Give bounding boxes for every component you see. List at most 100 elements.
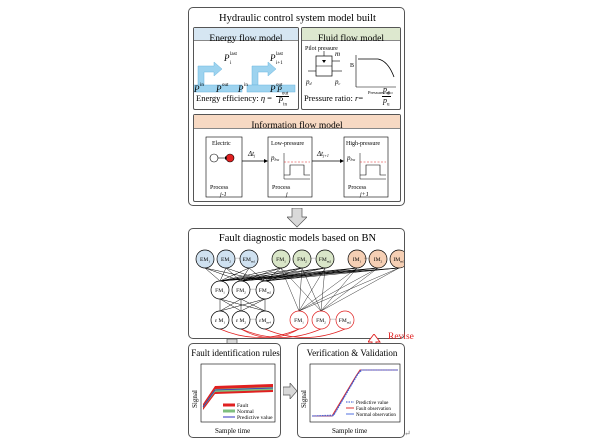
svg-text:ε M1: ε M1 [215, 318, 226, 325]
valve-pc-label: pc [334, 78, 341, 86]
process-label-2: Process [272, 185, 291, 191]
svg-text:FM1: FM1 [294, 318, 304, 325]
svg-text:out: out [222, 83, 229, 88]
verification-panel: Verification & Validation Signal Predict… [297, 343, 405, 438]
energy-flow-panel: Energy flow model P last i P last i+1 P … [193, 27, 299, 110]
legend-verif-predictive: Predictive value [356, 401, 389, 406]
bn-ellipsis-4: ··· [250, 317, 256, 323]
svg-text:j: j [285, 192, 288, 198]
svg-text:ε M2: ε M2 [236, 318, 247, 325]
bn-ellipsis-3: ··· [250, 287, 256, 293]
fault-rules-panel: Fault identification rules Signal Fault … [188, 343, 281, 438]
phw-label-low: phw [270, 154, 280, 162]
legend-normal: Normal [237, 409, 254, 415]
bn-node-row2-2: FMm2 [255, 280, 275, 300]
info-flow-header: Information flow model [194, 115, 400, 131]
svg-text:i+1: i+1 [276, 61, 283, 66]
energy-arrow-left [197, 61, 223, 86]
fluid-flow-header: Fluid flow model [302, 28, 400, 44]
info-flow-panel: Information flow model Electric Low-pres… [193, 114, 401, 202]
svg-text:in: in [200, 83, 204, 88]
svg-text:j-1: j-1 [219, 192, 227, 198]
pressure-ratio-fraction: pd pu [382, 84, 391, 108]
svg-text:IM2: IM2 [374, 257, 383, 264]
model-built-title: Hydraulic control system model built [219, 13, 376, 24]
fault-rules-xlabel: Sample time [215, 427, 250, 435]
process-box-1 [205, 136, 243, 198]
electric-on-state [225, 153, 235, 163]
bn-node-row1-2: EMm1 [239, 249, 259, 269]
svg-text:FMm2: FMm2 [339, 318, 352, 325]
svg-text:last: last [230, 52, 238, 57]
bn-node-row1-3: FM1 [271, 249, 291, 269]
valve-characteristic-curve [358, 58, 395, 78]
predictive-line [202, 387, 274, 408]
info-flow-title: Information flow model [251, 121, 343, 131]
verification-xlabel: Sample time [332, 427, 367, 435]
delta-tj-label: Δtj [247, 150, 256, 158]
energy-p-i1-last: P [269, 53, 276, 63]
fluid-flow-panel: Fluid flow model Pilot pressure m pd pc … [301, 27, 401, 110]
svg-text:IM1: IM1 [353, 257, 362, 264]
bn-node-row1-4: FM2 [292, 249, 312, 269]
verification-ylabel: Signal [300, 390, 308, 408]
predictive-value-line [312, 369, 398, 417]
energy-flow-diagram: P last i P last i+1 P in P out P in P ou… [194, 52, 296, 94]
pressure-ratio-axis-label: Pressure ratio [368, 90, 393, 95]
valve-pd-label: pd [305, 78, 313, 86]
svg-text:εMm4: εMm4 [259, 318, 271, 325]
flow-arrow-down-1 [287, 208, 307, 228]
verification-title: Verification & Validation [306, 348, 398, 358]
svg-text:EMm1: EMm1 [243, 257, 256, 264]
flow-arrow-right [283, 383, 297, 399]
fluid-valve-diagram: Pilot pressure m pd pc B Pressure ratio [305, 46, 396, 95]
bn-node-row3-4: FM2 [311, 310, 331, 330]
bn-node-row3-5: FMm2 [335, 310, 355, 330]
fluid-flow-title: Fluid flow model [318, 34, 384, 44]
energy-p-in: P [194, 84, 200, 94]
legend-verif-fault: Fault observation [356, 407, 391, 412]
svg-text:out: out [276, 83, 283, 88]
high-pressure-label: High-pressure [346, 141, 380, 147]
valve-b-label: B [350, 63, 354, 69]
energy-p-i-last: P [223, 53, 230, 63]
energy-efficiency-fraction: Pout Pin [276, 84, 290, 108]
phw-label-high: phw [346, 154, 356, 162]
bn-node-row1-7: IM2 [368, 249, 388, 269]
bn-node-row1-0: EM1 [195, 249, 215, 269]
delta-tj1-label: Δtj+1 [316, 150, 329, 158]
bn-node-row1-5: FMm2 [315, 249, 335, 269]
fault-rules-title: Fault identification rules [191, 348, 280, 358]
paragraph-end-mark: ↵ [404, 429, 411, 438]
legend-verif-normal: Normal observation [356, 413, 396, 418]
svg-text:EM1: EM1 [200, 257, 210, 264]
revise-label: Revise [388, 332, 414, 342]
bn-ellipsis-2: ··· [364, 256, 370, 262]
energy-flow-header: Energy flow model [194, 28, 298, 44]
svg-text:IMm3: IMm3 [393, 257, 404, 264]
bn-edges [204, 267, 400, 338]
bn-models-title: Fault diagnostic models based on BN [218, 233, 377, 244]
bn-models-panel: Fault diagnostic models based on BN EM1 E… [188, 228, 405, 339]
bn-node-row2-1: FM2 [231, 280, 251, 300]
fault-rules-ylabel: Signal [191, 390, 199, 408]
verification-chart: Signal Predictive value Fault observatio… [300, 363, 401, 435]
svg-text:j+1: j+1 [359, 192, 369, 198]
bn-node-row1-6: IM1 [347, 249, 367, 269]
fault-rules-chart: Signal Fault Normal Predictive value Sam… [191, 363, 276, 435]
energy-p-out: P [215, 84, 222, 94]
energy-p-out-next: P [269, 84, 276, 94]
info-flow-diagram: Electric Low-pressure High-pressure Δtj … [205, 136, 389, 198]
bn-ellipsis-5: ··· [330, 317, 336, 323]
process-label-1: Process [210, 185, 229, 191]
svg-text:FM1: FM1 [276, 257, 286, 264]
process-label-3: Process [348, 185, 367, 191]
svg-text:i: i [230, 61, 232, 66]
bn-ellipsis-1: ··· [311, 256, 317, 262]
svg-text:FM2: FM2 [236, 288, 246, 295]
legend-fault: Fault [237, 403, 249, 409]
svg-text:last: last [276, 52, 284, 57]
energy-arrow-right [251, 61, 277, 86]
svg-text:FM1: FM1 [215, 288, 225, 295]
svg-text:FM2: FM2 [297, 257, 307, 264]
